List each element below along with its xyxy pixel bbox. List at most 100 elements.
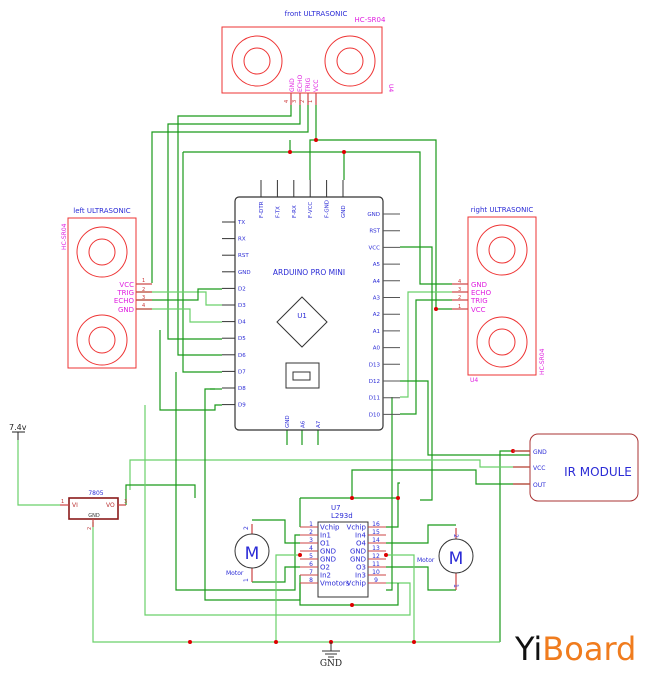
driver-pin-num: 5 — [309, 553, 313, 560]
driver-ref: U7 — [331, 504, 341, 512]
arduino-pin-rx: RX — [238, 237, 246, 243]
ir-module: IR MODULE GND VCC OUT — [513, 433, 639, 502]
motor-left: M Motor 2 1 — [226, 524, 270, 582]
driver-pin-num: 6 — [309, 561, 313, 568]
driver-pin-o2: O2 — [320, 564, 330, 572]
arduino-pin-a3: A3 — [373, 296, 381, 302]
arduino-pin-a2: A2 — [373, 312, 380, 318]
driver-pin-num: 13 — [372, 545, 380, 552]
right-pin-num: 3 — [458, 287, 461, 293]
ir-pin-gnd: GND — [533, 449, 547, 456]
arduino-pin-f-tx: F-TX — [275, 206, 281, 218]
arduino-pin-a5: A5 — [373, 262, 381, 268]
driver-pin-gnd: GND — [350, 556, 366, 564]
arduino-pin-rst: RST — [238, 253, 249, 259]
driver-pin-vchip: Vchip — [347, 580, 367, 588]
left-pin-num: 2 — [142, 287, 145, 293]
arduino-pin-d9: D9 — [238, 403, 246, 409]
arduino-pin-f-dtr: F-DTR — [259, 201, 265, 218]
front-pin-label: ECHO — [297, 75, 304, 92]
right-pin-label: GND — [471, 281, 487, 289]
driver-pin-num: 8 — [309, 577, 313, 584]
junctions — [188, 138, 515, 644]
supply-7v4: 7.4v — [9, 423, 27, 440]
arduino-pin-d6: D6 — [238, 353, 246, 359]
left-sensor-title: left ULTRASONIC — [73, 207, 131, 215]
driver-pin-num: 1 — [309, 521, 313, 528]
arduino-pin-f-gnd: F-GND — [325, 200, 331, 218]
motor-label: Motor — [226, 570, 244, 577]
regulator-7805: 7805 VI VO GND 1 3 2 — [60, 490, 127, 530]
right-sensor-ref: U4 — [470, 377, 478, 384]
front-sensor-pins: GND ECHO TRIG VCC 4 3 2 1 — [284, 75, 320, 105]
front-pin-label: TRIG — [305, 77, 312, 93]
driver-pin-num: 7 — [309, 569, 313, 576]
left-pin-label: VCC — [119, 281, 134, 289]
driver-pin-num: 14 — [372, 537, 380, 544]
arduino-pin-d7: D7 — [238, 369, 246, 375]
driver-pin-num: 12 — [372, 553, 380, 560]
front-ultrasonic-sensor: front ULTRASONIC HC-SR04 U4 GND ECHO TRI… — [221, 10, 394, 105]
arduino-pin-gnd: GND — [285, 415, 291, 428]
arduino-pin-d3: D3 — [238, 303, 246, 309]
left-pin-num: 1 — [142, 278, 145, 284]
left-pin-label: GND — [118, 306, 134, 314]
driver-pin-num: 11 — [372, 561, 380, 568]
motor-pin-num: 1 — [243, 578, 250, 582]
driver-pin-o3: O3 — [356, 564, 366, 572]
regulator-pin-num: 2 — [87, 527, 93, 530]
driver-pin-gnd: GND — [320, 556, 336, 564]
driver-pin-in3: In3 — [355, 572, 366, 580]
front-sensor-title: front ULTRASONIC — [285, 10, 348, 18]
driver-pin-o1: O1 — [320, 540, 330, 548]
driver-pin-o4: O4 — [356, 540, 367, 548]
arduino-pin-a0: A0 — [373, 346, 381, 352]
driver-pin-vmotors: Vmotors — [320, 580, 350, 588]
arduino-pin-gnd: GND — [341, 205, 347, 218]
right-pin-label: TRIG — [470, 297, 488, 305]
driver-pin-in4: In4 — [355, 532, 367, 540]
driver-pin-gnd: GND — [320, 548, 336, 556]
regulator-pin-num: 1 — [61, 499, 64, 505]
front-sensor-part: HC-SR04 — [355, 16, 386, 24]
ir-pin-out: OUT — [533, 482, 546, 489]
arduino-pin-d13: D13 — [369, 362, 381, 368]
left-pin-label: TRIG — [116, 289, 134, 297]
arduino-pin-d8: D8 — [238, 386, 246, 392]
arduino-pin-d4: D4 — [238, 320, 246, 326]
motor-glyph: M — [245, 544, 260, 564]
front-sensor-ref: U4 — [387, 84, 394, 92]
motor-label: Motor — [417, 557, 435, 564]
ground-symbol: GND — [320, 642, 342, 669]
regulator-vo: VO — [106, 502, 115, 509]
driver-pin-vchip: Vchip — [347, 524, 367, 532]
right-sensor-part: HC-SR04 — [539, 348, 546, 375]
driver-pin-num: 4 — [309, 545, 313, 552]
right-pin-label: ECHO — [471, 289, 492, 297]
arduino-pin-d12: D12 — [369, 379, 380, 385]
right-pin-label: VCC — [471, 306, 486, 314]
driver-pin-num: 2 — [309, 529, 313, 536]
motor-pin-num: 2 — [243, 526, 250, 530]
arduino-pin-d10: D10 — [369, 412, 381, 418]
regulator-gnd: GND — [88, 513, 100, 519]
arduino-pin-gnd: GND — [238, 270, 251, 276]
logo-yi: Yi — [514, 630, 542, 668]
left-pin-num: 3 — [142, 295, 145, 301]
yiboard-logo: YiBoard — [514, 630, 636, 668]
ground-label: GND — [320, 659, 342, 669]
driver-pin-num: 10 — [372, 569, 380, 576]
left-sensor-part: HC-SR04 — [61, 223, 68, 250]
arduino-pin-f-rx: F-RX — [292, 205, 298, 218]
arduino-ref: U1 — [297, 312, 307, 320]
arduino-pin-tx: TX — [237, 220, 245, 226]
left-ultrasonic-sensor: left ULTRASONIC HC-SR04 VCC TRIG ECHO GN… — [61, 207, 152, 369]
